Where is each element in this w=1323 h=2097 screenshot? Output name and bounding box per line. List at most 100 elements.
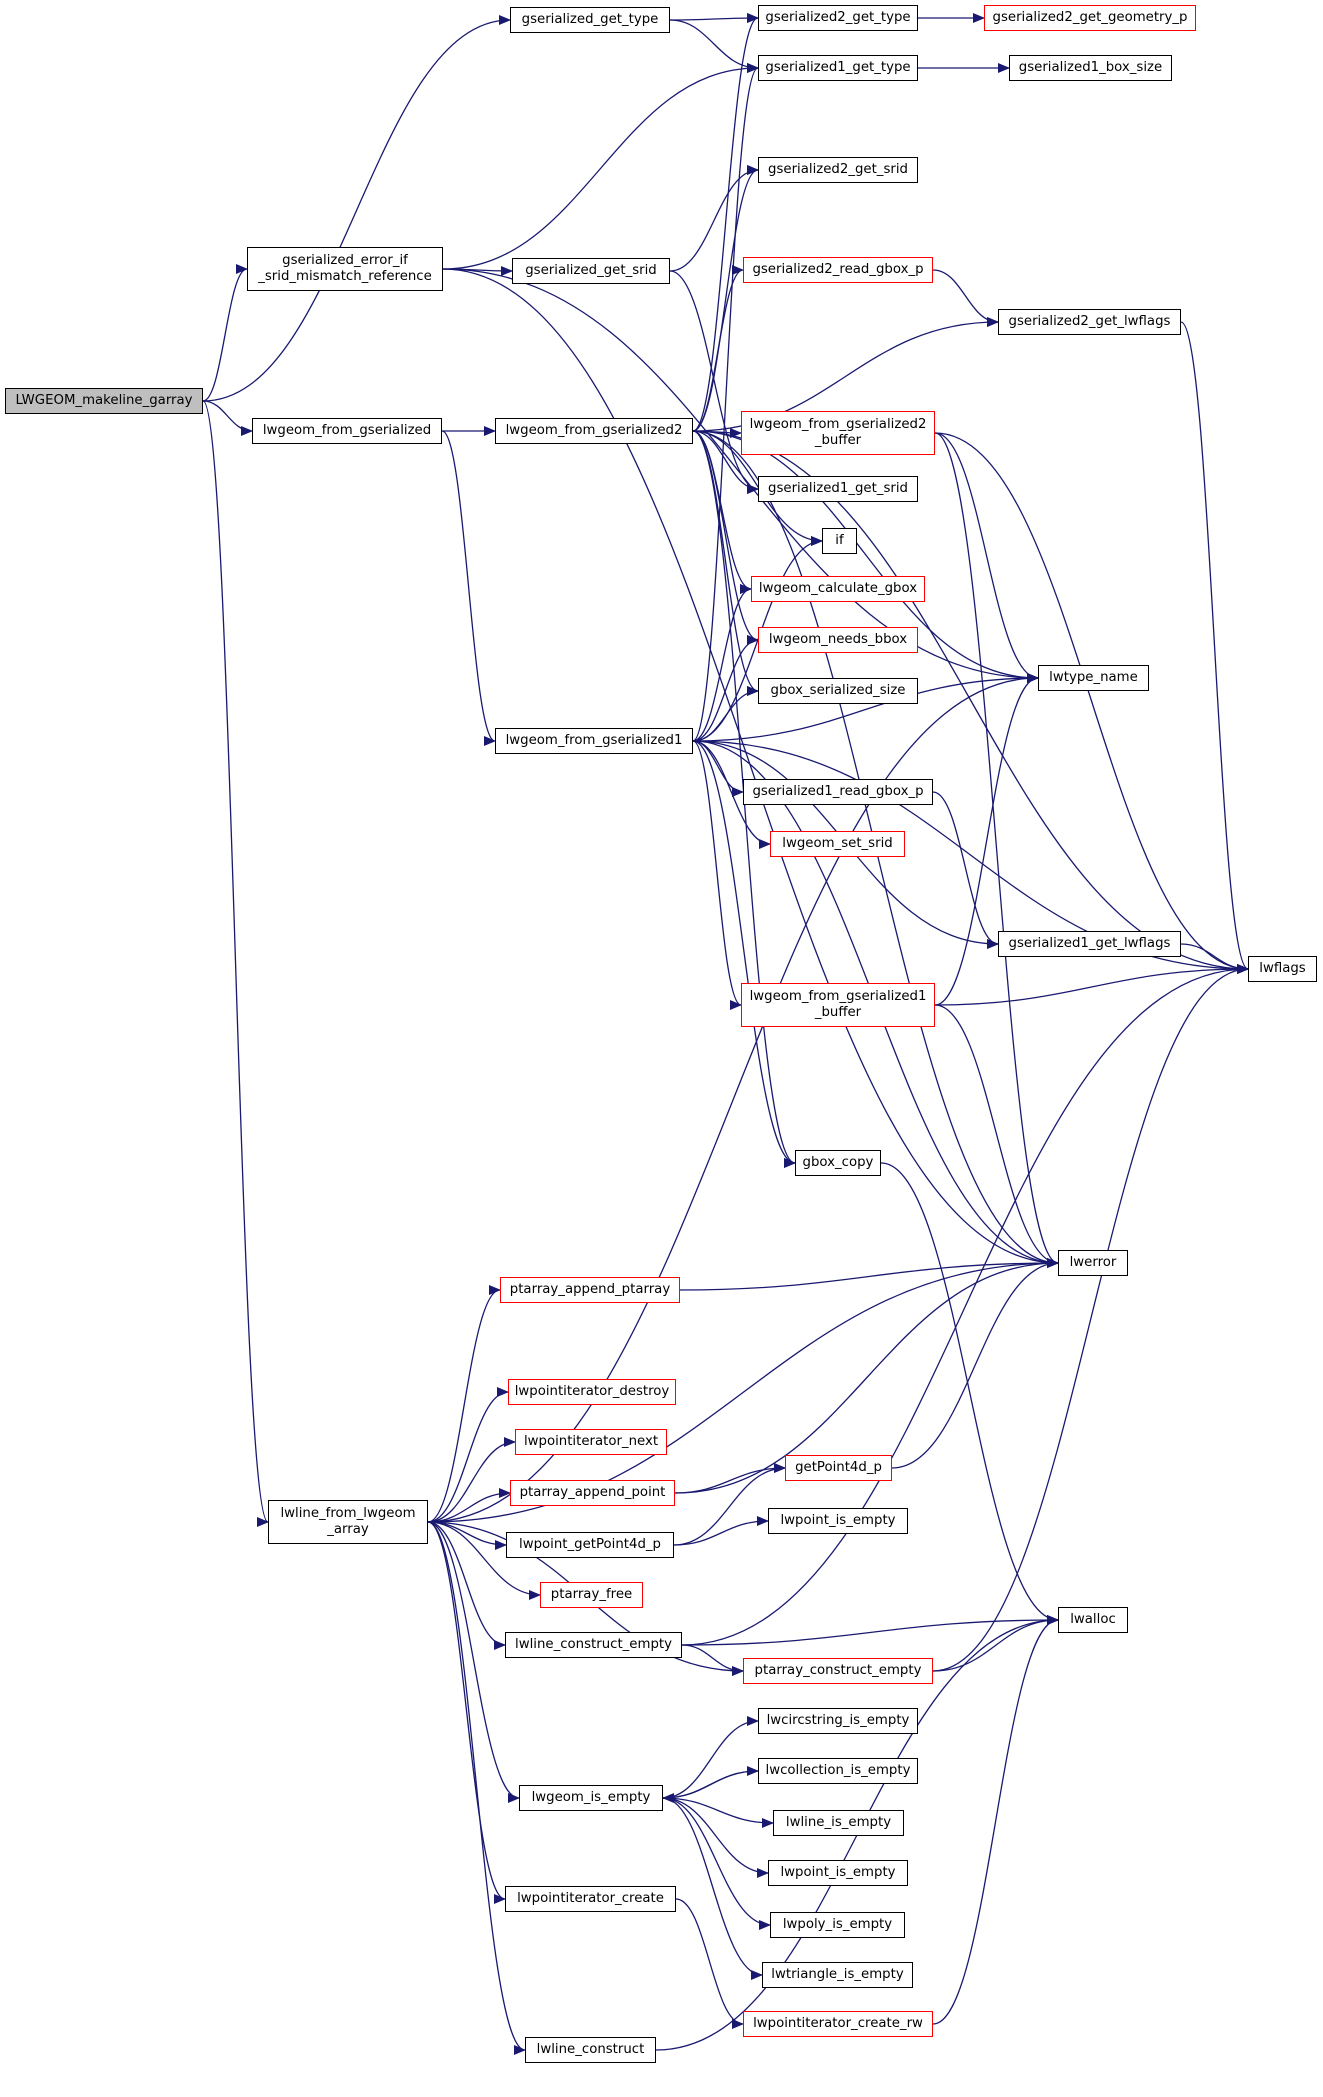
node-lwgeom-from-gserialized2-buffer[interactable]: lwgeom_from_gserialized2_buffer: [741, 411, 935, 455]
node-lwpoint-getpoint4d-p[interactable]: lwpoint_getPoint4d_p: [506, 1532, 674, 1558]
edge-lwpoint-getpoint4d-p-to-getpoint4d-p: [673, 1463, 786, 1546]
node-lwcollection-is-empty[interactable]: lwcollection_is_empty: [758, 1758, 918, 1784]
edge-lwgeom-is-empty-to-lwcircstring-is-empty: [662, 1716, 759, 1799]
edge-lwpointiterator-create-rw-to-lwalloc: [932, 1615, 1059, 2025]
node-gserialized2-get-type[interactable]: gserialized2_get_type: [758, 5, 918, 31]
edge-lwgeom-from-gserialized1-to-gserialized1-get-type: [692, 63, 759, 742]
node-lwflags[interactable]: lwflags: [1248, 956, 1317, 982]
node-lwline-is-empty[interactable]: lwline_is_empty: [773, 1810, 904, 1836]
node-lwpointiterator-create-rw[interactable]: lwpointiterator_create_rw: [743, 2011, 933, 2037]
node-lwgeom-needs-bbox[interactable]: lwgeom_needs_bbox: [758, 627, 918, 653]
node-label: gbox_serialized_size: [770, 683, 906, 698]
edge-lwgeom-makeline-garray-to-lwline-from-lwgeom-array: [202, 400, 269, 1527]
node-gserialized1-read-gbox-p[interactable]: gserialized1_read_gbox_p: [743, 779, 933, 805]
node-label: gbox_copy: [802, 1155, 874, 1170]
node-label: gserialized2_read_gbox_p: [752, 262, 924, 277]
node-lwline-construct-empty[interactable]: lwline_construct_empty: [505, 1632, 682, 1658]
edge-lwgeom-from-gserialized-to-lwgeom-from-gserialized1: [441, 430, 496, 746]
edge-lwline-construct-empty-to-ptarray-construct-empty: [681, 1644, 744, 1676]
node-gserialized-get-srid[interactable]: gserialized_get_srid: [512, 258, 670, 284]
node-label: lwflags: [1259, 961, 1306, 976]
node-lwgeom-is-empty[interactable]: lwgeom_is_empty: [519, 1785, 663, 1811]
node-label: gserialized_error_if: [282, 253, 408, 268]
node-lwpoint-is-empty-2[interactable]: lwpoint_is_empty: [768, 1860, 908, 1886]
edge-getpoint4d-p-to-lwerror: [891, 1258, 1059, 1469]
edge-gserialized-get-type-to-gserialized1-get-type: [669, 19, 759, 73]
edge-lwline-from-lwgeom-array-to-lwerror: [427, 1258, 1059, 1523]
node-if[interactable]: if: [822, 528, 857, 554]
edge-lwgeom-is-empty-to-lwpoly-is-empty: [662, 1797, 771, 1930]
node-ptarray-append-ptarray[interactable]: ptarray_append_ptarray: [500, 1277, 680, 1303]
node-lwpointiterator-create[interactable]: lwpointiterator_create: [505, 1886, 676, 1912]
edge-gserialized1-read-gbox-p-to-gserialized1-get-lwflags: [932, 791, 999, 949]
node-label: lwtriangle_is_empty: [771, 1967, 904, 1982]
node-label: gserialized2_get_lwflags: [1008, 314, 1171, 329]
node-gserialized-error-if-srid-mismatch-reference[interactable]: gserialized_error_if_srid_mismatch_refer…: [247, 247, 443, 291]
edge-lwgeom-from-gserialized2-buffer-to-lwflags: [934, 432, 1249, 974]
node-lwcircstring-is-empty[interactable]: lwcircstring_is_empty: [758, 1708, 918, 1734]
node-label: lwline_construct: [536, 2042, 645, 2057]
node-gserialized1-get-lwflags[interactable]: gserialized1_get_lwflags: [998, 931, 1181, 957]
node-gserialized2-get-srid[interactable]: gserialized2_get_srid: [758, 157, 918, 183]
node-gserialized2-get-lwflags[interactable]: gserialized2_get_lwflags: [998, 309, 1181, 335]
edge-lwpointiterator-create-to-lwpointiterator-create-rw: [675, 1898, 744, 2029]
edge-lwgeom-from-gserialized2-to-gserialized2-read-gbox-p: [692, 265, 744, 432]
node-lwpoint-is-empty-1[interactable]: lwpoint_is_empty: [768, 1508, 908, 1534]
edge-lwline-from-lwgeom-array-to-lwpointiterator-create: [427, 1521, 506, 1904]
node-lwpointiterator-next[interactable]: lwpointiterator_next: [515, 1429, 667, 1455]
node-label: lwgeom_set_srid: [782, 836, 893, 851]
edge-lwgeom-from-gserialized1-buffer-to-lwflags: [934, 964, 1249, 1006]
edge-lwline-construct-empty-to-lwalloc: [681, 1615, 1059, 1646]
node-gserialized1-get-type[interactable]: gserialized1_get_type: [758, 55, 918, 81]
node-ptarray-free[interactable]: ptarray_free: [540, 1582, 643, 1608]
node-gserialized2-get-geometry-p[interactable]: gserialized2_get_geometry_p: [984, 5, 1196, 31]
node-lwline-from-lwgeom-array[interactable]: lwline_from_lwgeom_array: [268, 1500, 428, 1544]
edge-gserialized2-read-gbox-p-to-gserialized2-get-lwflags: [932, 269, 999, 327]
edge-lwline-from-lwgeom-array-to-ptarray-free: [427, 1521, 541, 1600]
node-lwtype-name[interactable]: lwtype_name: [1038, 665, 1149, 691]
node-label: lwline_from_lwgeom: [280, 1506, 416, 1521]
node-label: lwerror: [1069, 1255, 1117, 1270]
node-lwalloc[interactable]: lwalloc: [1058, 1607, 1128, 1633]
node-gserialized2-read-gbox-p[interactable]: gserialized2_read_gbox_p: [743, 257, 933, 283]
node-label: lwpoint_is_empty: [780, 1513, 896, 1528]
node-lwgeom-set-srid[interactable]: lwgeom_set_srid: [770, 831, 905, 857]
node-lwgeom-calculate-gbox[interactable]: lwgeom_calculate_gbox: [751, 576, 925, 602]
node-label: lwgeom_from_gserialized1: [749, 989, 927, 1004]
node-label: lwgeom_calculate_gbox: [758, 581, 918, 596]
node-lwtriangle-is-empty[interactable]: lwtriangle_is_empty: [762, 1962, 913, 1988]
node-getpoint4d-p[interactable]: getPoint4d_p: [785, 1455, 892, 1481]
node-gserialized1-get-srid[interactable]: gserialized1_get_srid: [758, 476, 918, 502]
node-label: lwgeom_from_gserialized: [262, 423, 432, 438]
edge-ptarray-construct-empty-to-lwalloc: [932, 1615, 1059, 1672]
node-gserialized1-box-size[interactable]: gserialized1_box_size: [1009, 55, 1172, 81]
node-label: lwline_is_empty: [785, 1815, 892, 1830]
node-lwpoly-is-empty[interactable]: lwpoly_is_empty: [770, 1912, 905, 1938]
node-ptarray-construct-empty[interactable]: ptarray_construct_empty: [743, 1658, 933, 1684]
node-label: gserialized1_read_gbox_p: [752, 784, 924, 799]
node-lwline-construct[interactable]: lwline_construct: [525, 2037, 656, 2063]
node-gbox-copy[interactable]: gbox_copy: [795, 1150, 881, 1176]
node-lwgeom-from-gserialized1-buffer[interactable]: lwgeom_from_gserialized1_buffer: [741, 983, 935, 1027]
edge-lwpoint-getpoint4d-p-to-lwpoint-is-empty-1: [673, 1516, 769, 1546]
edge-lwgeom-from-gserialized1-buffer-to-lwtype-name: [934, 673, 1039, 1006]
node-label: gserialized1_get_type: [765, 60, 911, 75]
node-gbox-serialized-size[interactable]: gbox_serialized_size: [758, 678, 918, 704]
node-label: getPoint4d_p: [795, 1460, 882, 1475]
node-lwpointiterator-destroy[interactable]: lwpointiterator_destroy: [508, 1379, 676, 1405]
node-label: _srid_mismatch_reference: [258, 269, 432, 284]
edge-lwgeom-from-gserialized2-to-gserialized2-get-srid: [692, 165, 759, 432]
node-label: gserialized2_get_type: [765, 10, 911, 25]
node-lwgeom-from-gserialized[interactable]: lwgeom_from_gserialized: [252, 418, 442, 444]
edge-lwgeom-from-gserialized1-to-lwgeom-calculate-gbox: [692, 584, 752, 742]
edge-gserialized-get-srid-to-gserialized2-get-srid: [669, 165, 759, 272]
node-label: lwline_construct_empty: [515, 1637, 672, 1652]
node-label: lwgeom_from_gserialized1: [505, 733, 683, 748]
node-label: gserialized_get_srid: [525, 263, 657, 278]
node-gserialized-get-type[interactable]: gserialized_get_type: [510, 7, 670, 33]
node-ptarray-append-point[interactable]: ptarray_append_point: [510, 1480, 675, 1506]
node-lwgeom-from-gserialized1[interactable]: lwgeom_from_gserialized1: [495, 728, 693, 754]
node-lwgeom-from-gserialized2[interactable]: lwgeom_from_gserialized2: [495, 418, 693, 444]
node-lwerror[interactable]: lwerror: [1058, 1250, 1128, 1276]
